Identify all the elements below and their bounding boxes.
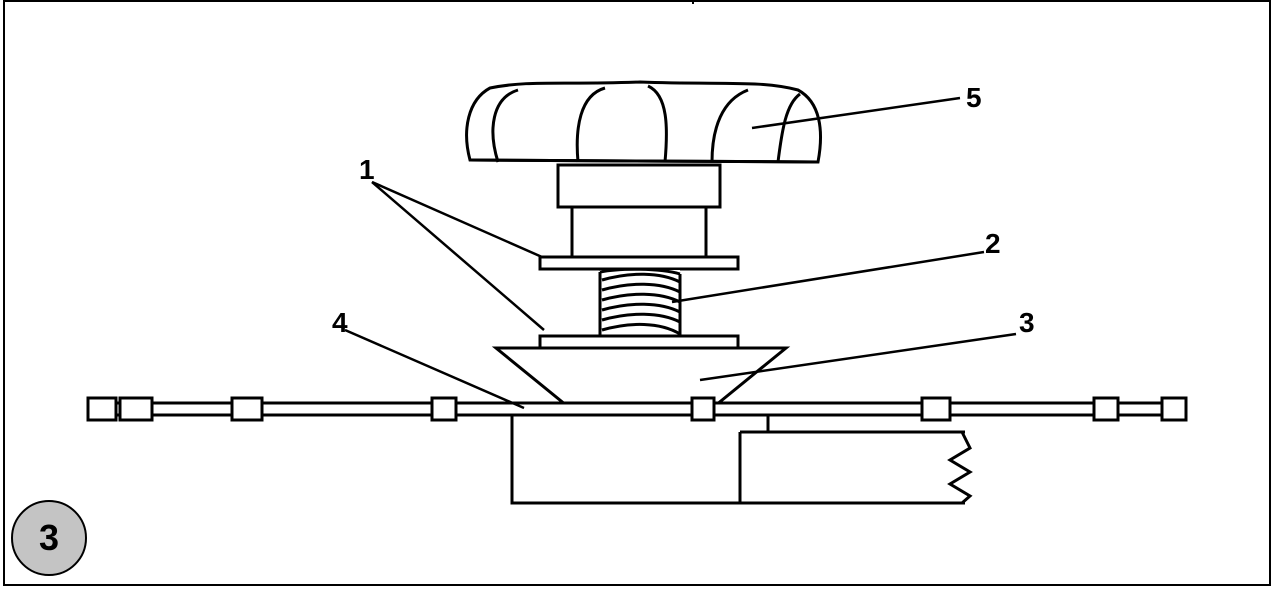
upper-spring-plate xyxy=(538,255,740,271)
callout-4: 4 xyxy=(332,307,348,338)
leader-2 xyxy=(671,250,985,304)
knob-stem xyxy=(556,163,722,259)
leader-1a xyxy=(371,180,543,259)
leader-lines xyxy=(344,96,1017,410)
callout-1: 1 xyxy=(359,154,375,185)
spring xyxy=(598,267,682,336)
callout-5: 5 xyxy=(966,82,982,113)
callout-3: 3 xyxy=(1019,307,1035,338)
leader-1b xyxy=(371,181,545,331)
leader-5 xyxy=(751,96,961,130)
leader-3 xyxy=(699,332,1017,382)
blade-bar xyxy=(86,396,1188,422)
cone xyxy=(491,346,791,407)
break-line xyxy=(947,431,973,505)
step-number-badge: 3 xyxy=(11,500,87,576)
figure-frame xyxy=(3,0,1271,586)
housing xyxy=(510,415,973,505)
knob xyxy=(465,80,822,164)
callout-2: 2 xyxy=(985,228,1001,259)
lower-spring-plate xyxy=(538,334,740,350)
leader-4 xyxy=(344,328,525,410)
